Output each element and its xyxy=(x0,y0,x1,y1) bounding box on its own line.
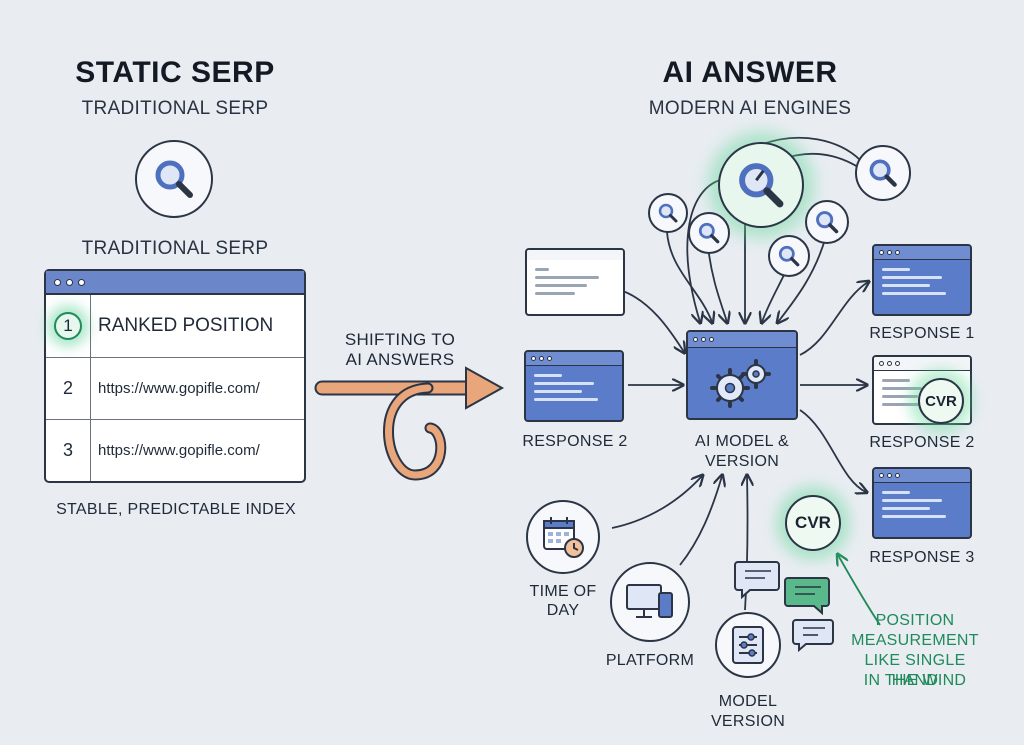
devices-icon xyxy=(626,584,673,618)
serp-window: 1 RANKED POSITION 2 https://www.gopifle.… xyxy=(44,269,306,483)
calendar-clock-icon xyxy=(543,517,584,558)
rank-1-badge: 1 xyxy=(54,312,82,340)
time-of-day-label-line1: TIME OF xyxy=(529,583,597,600)
shift-caption-line1: SHIFTING TO xyxy=(344,330,456,349)
position-note-line4: IN THE WIND xyxy=(863,672,967,689)
model-version-circle xyxy=(715,612,781,678)
result-url-3[interactable]: https://www.gopifle.com/ xyxy=(98,442,260,459)
static-serp-subtitle: TRADITIONAL SERP xyxy=(81,98,269,119)
ai-search-icon-mid-right xyxy=(768,235,810,277)
serp-row-3[interactable]: 3 https://www.gopifle.com/ xyxy=(46,419,304,481)
cvr-badge-floating: CVR xyxy=(785,495,841,551)
ai-search-icon-main xyxy=(718,142,804,228)
search-icon xyxy=(778,245,800,267)
input-document-window xyxy=(525,248,625,316)
response-1-window[interactable] xyxy=(872,244,972,316)
sliders-icon xyxy=(732,626,764,664)
search-icon xyxy=(816,211,839,234)
search-icon xyxy=(739,163,784,208)
gears-icon xyxy=(710,359,771,408)
platform-label: PLATFORM xyxy=(605,652,695,669)
serp-window-titlebar xyxy=(46,271,304,295)
position-note-line2: MEASUREMENT xyxy=(851,632,979,649)
ai-search-icon-left xyxy=(648,193,688,233)
input-response-window xyxy=(524,350,624,422)
ranked-position-label: RANKED POSITION xyxy=(98,315,274,336)
rank-3-number: 3 xyxy=(62,440,73,460)
response-3-label: RESPONSE 3 xyxy=(869,549,975,566)
ai-model-window xyxy=(686,330,798,420)
model-version-label-line1: MODEL xyxy=(718,693,778,710)
search-icon xyxy=(869,159,897,187)
response-2-label: RESPONSE 2 xyxy=(869,434,975,451)
platform-circle xyxy=(610,562,690,642)
ai-search-icon-right xyxy=(805,200,849,244)
cvr-badge-response-2: CVR xyxy=(918,378,964,424)
static-serp-title: STATIC SERP xyxy=(75,56,275,89)
time-of-day-label-line2: DAY xyxy=(546,602,580,619)
search-icon xyxy=(155,160,193,198)
response-1-label: RESPONSE 1 xyxy=(869,325,975,342)
serp-label: TRADITIONAL SERP xyxy=(81,238,269,259)
result-url-2[interactable]: https://www.gopifle.com/ xyxy=(98,380,260,397)
time-of-day-circle xyxy=(526,500,600,574)
ai-answer-title: AI ANSWER xyxy=(662,56,838,89)
serp-row-1[interactable]: 1 RANKED POSITION xyxy=(46,295,304,357)
response-3-window[interactable] xyxy=(872,467,972,539)
shift-caption-line2: AI ANSWERS xyxy=(345,350,455,369)
search-icon-circle xyxy=(135,140,213,218)
search-icon xyxy=(658,203,678,223)
ai-model-label-line2: VERSION xyxy=(704,453,780,470)
search-icon xyxy=(698,222,720,244)
position-note-line1: POSITION xyxy=(875,612,955,629)
model-version-label-line2: VERSION xyxy=(710,713,786,730)
ai-search-icon-mid-left xyxy=(688,212,730,254)
ai-answer-subtitle: MODERN AI ENGINES xyxy=(648,98,852,119)
rank-2-number: 2 xyxy=(62,378,73,398)
position-note-line3: LIKE SINGLE HAND xyxy=(864,652,966,689)
input-response-label: RESPONSE 2 xyxy=(522,433,628,450)
stable-index-caption: STABLE, PREDICTABLE INDEX xyxy=(56,501,296,518)
serp-row-2[interactable]: 2 https://www.gopifle.com/ xyxy=(46,357,304,419)
ai-search-icon-top-right xyxy=(855,145,911,201)
ai-model-label-line1: AI MODEL & xyxy=(695,433,789,450)
